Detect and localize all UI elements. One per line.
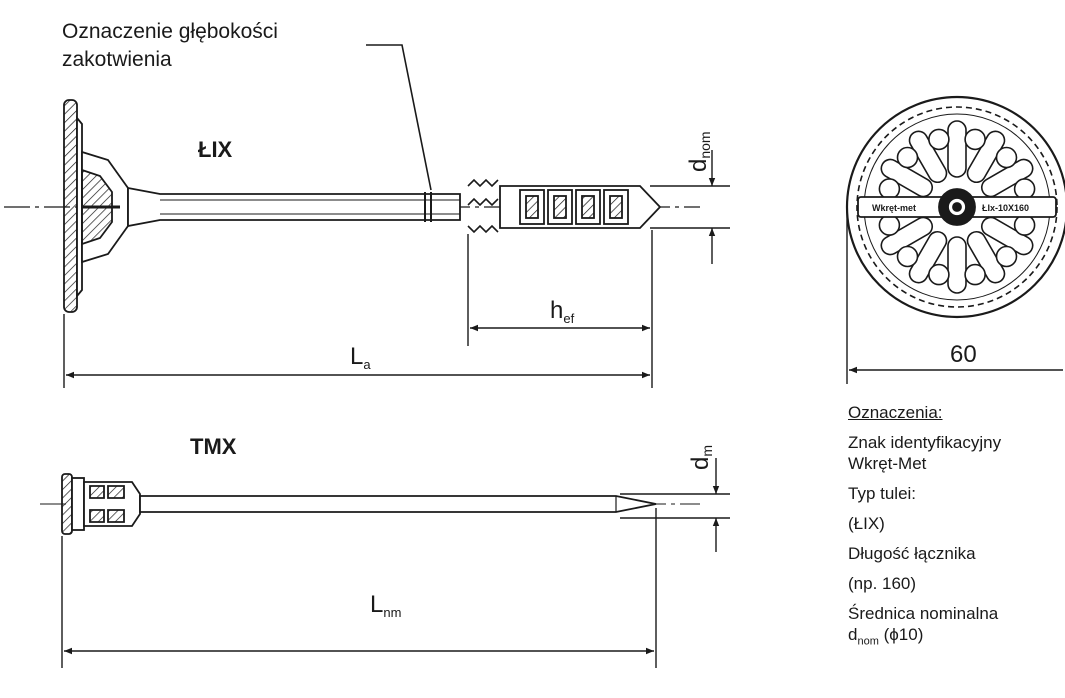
- legend-item-nominal-diameter-value: dnom (ϕ10): [848, 624, 1065, 652]
- lix-name: ŁIX: [198, 137, 233, 162]
- legend-dnom-subscript: nom: [857, 635, 879, 648]
- lix-embedment-mark: [424, 192, 432, 222]
- plate-hole: [995, 245, 1018, 268]
- legend-item-nominal-diameter: Średnica nominalna: [848, 604, 999, 623]
- legend-dnom-value: (ϕ10): [878, 625, 924, 644]
- plate-slot: [980, 158, 1034, 198]
- plate-slot: [880, 216, 934, 256]
- callout-line-1: Oznaczenie głębokości: [62, 20, 278, 43]
- plate-hole: [896, 146, 919, 169]
- legend-item-sleeve-type: Typ tulei:: [848, 484, 917, 503]
- plate-slot: [908, 130, 948, 184]
- callout-leader: [366, 44, 432, 191]
- lix-hef-dimension: [467, 230, 653, 388]
- plate-hole: [1013, 214, 1036, 236]
- plate-hole: [964, 128, 986, 151]
- plate-slot: [947, 236, 967, 294]
- tmx-dm-label: dm: [687, 445, 715, 470]
- legend-item-length: Długość łącznika: [848, 544, 976, 563]
- plate-hole: [878, 178, 901, 200]
- legend-item-length-value: (np. 160): [848, 574, 917, 593]
- tmx-dm-dimension: [620, 458, 730, 552]
- plate-slot: [980, 216, 1034, 256]
- plate-hole: [964, 263, 986, 286]
- plate-hole: [878, 214, 901, 236]
- plate-slot: [908, 230, 948, 284]
- plate-text-right: ŁIx-10X160: [982, 203, 1029, 213]
- plate-slot: [947, 120, 967, 178]
- tmx-lnm-dimension: [61, 508, 657, 668]
- lix-collar: [81, 150, 129, 264]
- plate-diameter-label: 60: [950, 341, 977, 368]
- legend: Oznaczenia: Znak identyfikacyjny Wkręt-M…: [848, 402, 1065, 661]
- plate-text-band: [857, 188, 1057, 226]
- lix-barbs: [467, 178, 499, 234]
- legend-item-id-mark: Znak identyfikacyjny: [848, 433, 1002, 452]
- plate-hole: [1013, 178, 1036, 200]
- lix-dnom-label: dnom: [685, 131, 713, 172]
- legend-item-sleeve-type-value: (ŁIX): [848, 514, 885, 533]
- lix-sleeve: [127, 186, 461, 228]
- plate-slot: [966, 230, 1006, 284]
- plate-hole: [928, 128, 950, 151]
- plate-petal-slots: [878, 120, 1036, 294]
- lix-expansion-zone: [499, 185, 662, 229]
- plate-text-left: Wkręt-met: [872, 203, 916, 213]
- lix-washer-plate: [63, 99, 83, 313]
- lix-dnom-dimension: [650, 150, 730, 264]
- plate-hole: [896, 245, 919, 268]
- plate-hole: [928, 263, 950, 286]
- tmx-shank: [139, 495, 657, 513]
- tmx-name: TMX: [190, 434, 237, 459]
- legend-item-brand: Wkręt-Met: [848, 454, 927, 473]
- plate-slot: [966, 130, 1006, 184]
- tmx-lnm-label: Lnm: [370, 591, 401, 620]
- plate-diameter-dimension: [846, 212, 1063, 384]
- tmx-head: [61, 473, 141, 535]
- callout-line-2: zakotwienia: [62, 48, 172, 71]
- legend-dnom-symbol: d: [848, 625, 858, 644]
- legend-heading: Oznaczenia:: [848, 403, 943, 422]
- plate-slot: [880, 158, 934, 198]
- lix-hef-label: hef: [550, 297, 575, 326]
- lix-la-label: La: [350, 343, 371, 372]
- plate-hole: [995, 146, 1018, 169]
- lix-la-dimension: [63, 314, 650, 388]
